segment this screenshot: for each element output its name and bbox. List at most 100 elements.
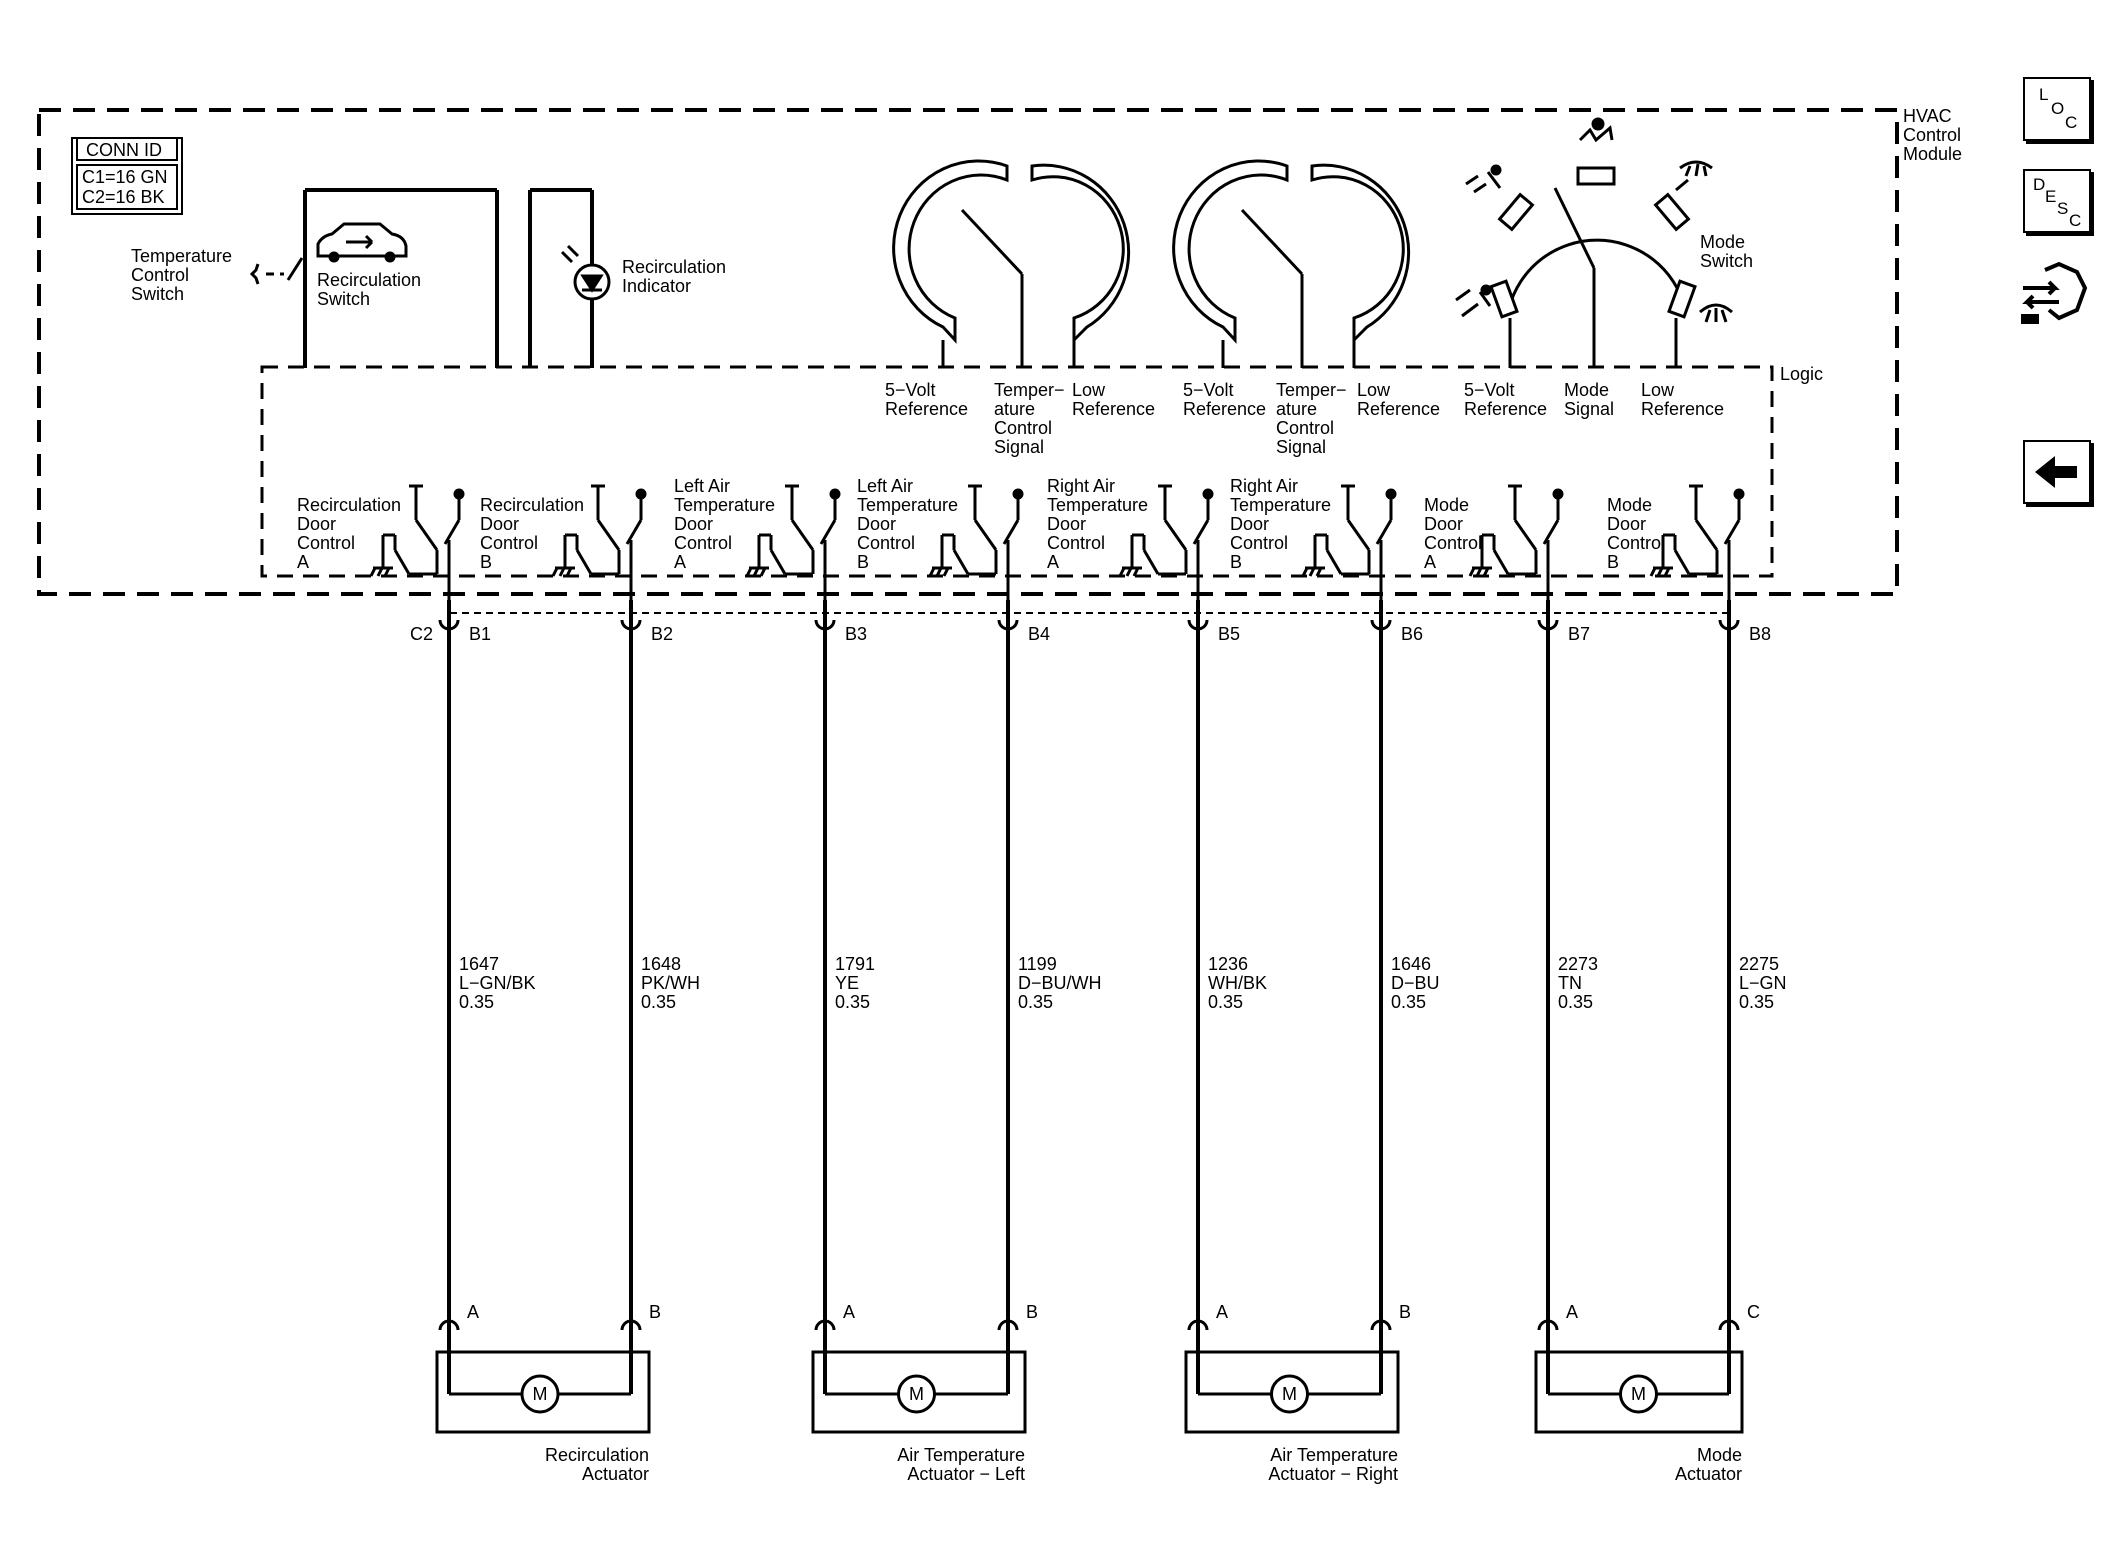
driver-switch-4 — [928, 484, 1024, 600]
actuator-housing — [435, 1350, 651, 1434]
conn-id-c2: C2=16 BK — [82, 187, 165, 207]
motor-label: M — [1631, 1384, 1646, 1404]
desc-letter-e: E — [2045, 187, 2057, 206]
driver-switch-2 — [551, 484, 647, 600]
mode-switch-symbol — [1489, 166, 1697, 368]
motor-label: M — [1282, 1384, 1297, 1404]
actuator-pin-label: B — [649, 1302, 661, 1322]
pin-label-B4: B4 — [1028, 624, 1050, 644]
pin-label-B6: B6 — [1401, 624, 1423, 644]
actuator-pin-label: B — [1399, 1302, 1411, 1322]
loc-letter-c: C — [2065, 113, 2078, 132]
driver-switch-6 — [1301, 484, 1397, 600]
motor-icon — [1270, 1374, 1309, 1414]
logic-label: Logic — [1780, 364, 1823, 384]
actuator-pin-label: A — [1216, 1302, 1228, 1322]
module-boundary — [37, 108, 1899, 596]
actuator-pin-label: A — [843, 1302, 855, 1322]
loc-letter-l: L — [2039, 85, 2049, 104]
ground-icon — [928, 566, 952, 577]
pin-label-B7: B7 — [1568, 624, 1590, 644]
actuator-pin-label: C — [1747, 1302, 1760, 1322]
led-icon — [560, 244, 611, 301]
connector-label: C2 — [410, 624, 433, 644]
recirculation-switch-block — [303, 188, 499, 368]
actuator-housing — [1184, 1350, 1400, 1434]
pin-label-B8: B8 — [1749, 624, 1771, 644]
connector-end-view-icon — [2021, 261, 2088, 324]
driver-switch-8 — [1649, 484, 1745, 600]
ground-icon — [369, 566, 393, 577]
pin-label-B1: B1 — [469, 624, 491, 644]
defrost-icon — [1699, 303, 1733, 323]
ground-icon — [745, 566, 769, 577]
conn-id-c1: C1=16 GN — [82, 167, 168, 187]
logic-boundary — [260, 365, 1774, 578]
driver-switch-1 — [369, 484, 465, 600]
floor-vent-icon — [1455, 284, 1492, 318]
temperature-control-switch-symbol — [249, 257, 304, 285]
actuator-housing — [811, 1350, 1027, 1434]
bilevel-vent-icon — [1465, 164, 1502, 194]
defrost-floor-icon — [1675, 160, 1713, 192]
pin-label-B3: B3 — [845, 624, 867, 644]
actuator-pin-label: B — [1026, 1302, 1038, 1322]
back-arrow-icon — [2035, 456, 2077, 488]
motor-icon — [897, 1374, 936, 1414]
conn-id-title: CONN ID — [86, 140, 162, 160]
ground-icon — [1468, 566, 1492, 577]
ground-icon — [1301, 566, 1325, 577]
description-button[interactable]: D E S C — [2023, 169, 2091, 233]
panel-vent-icon — [1578, 117, 1614, 143]
motor-icon — [1619, 1374, 1658, 1414]
left-temperature-potentiometer — [892, 159, 1131, 368]
driver-switch-3 — [745, 484, 841, 600]
actuator-pin-label: A — [1566, 1302, 1578, 1322]
actuator-pin-label: A — [467, 1302, 479, 1322]
motor-label: M — [909, 1384, 924, 1404]
driver-switch-7 — [1468, 484, 1564, 600]
back-button[interactable] — [2023, 440, 2091, 504]
location-button[interactable]: L O C — [2023, 77, 2091, 141]
driver-switch-5 — [1118, 484, 1214, 600]
connector-end-view-button[interactable] — [2015, 258, 2095, 338]
